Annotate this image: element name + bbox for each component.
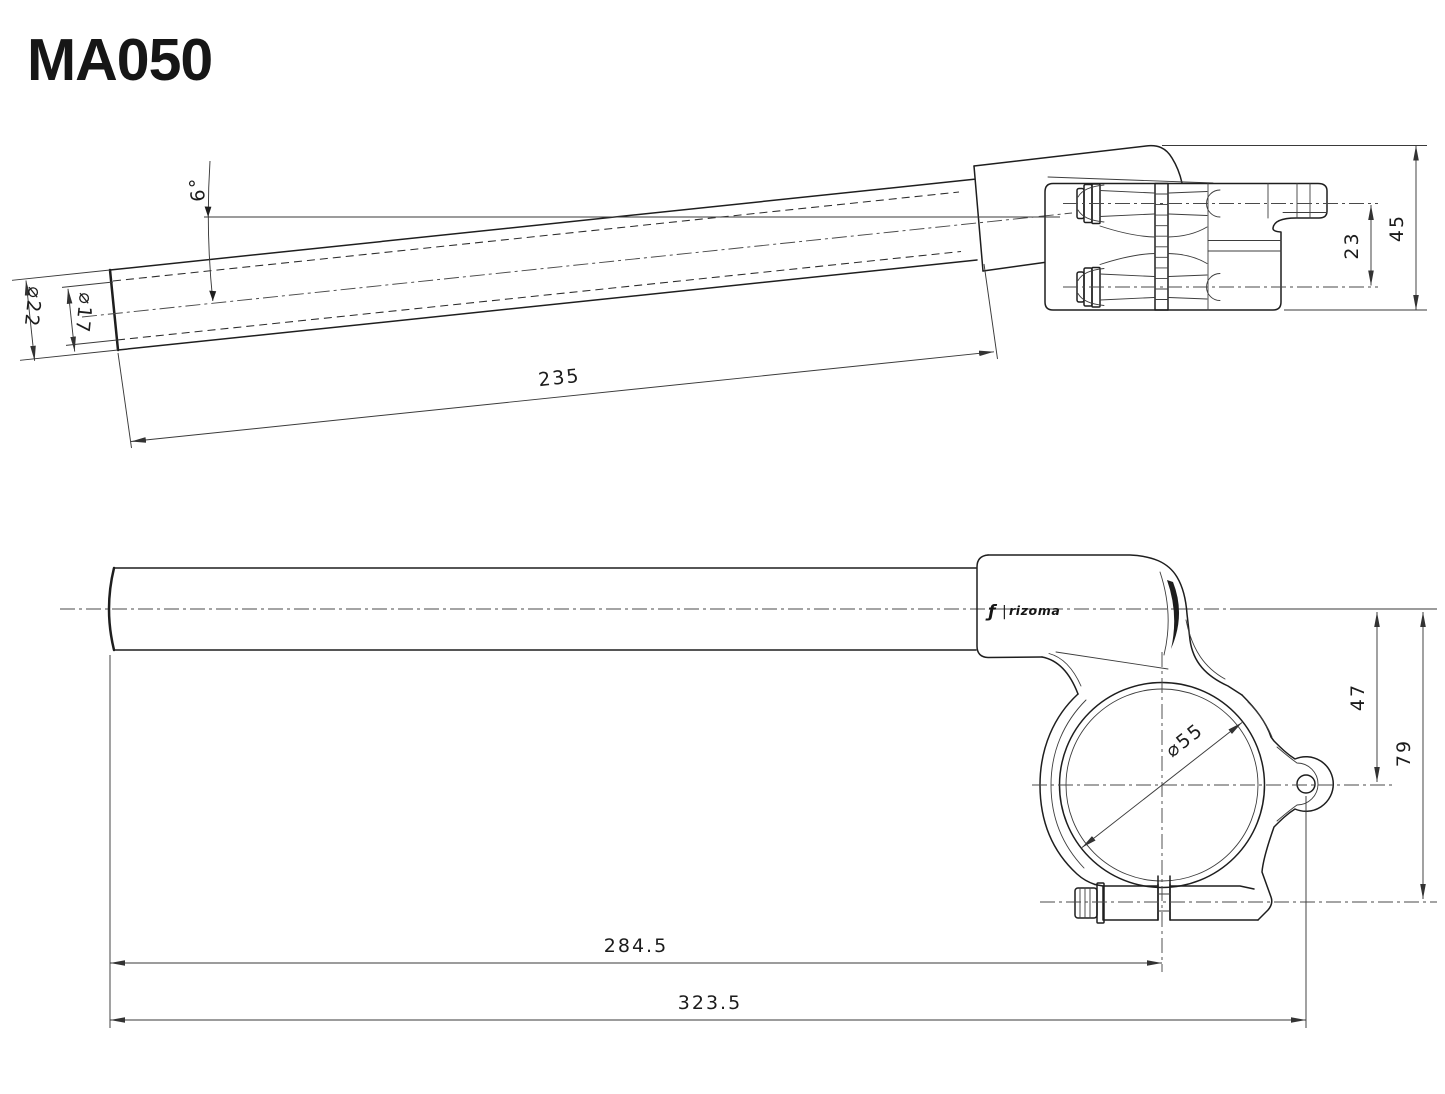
dim-length-to-axis: 284.5 xyxy=(109,655,1162,1028)
pin-hole xyxy=(1296,774,1316,794)
fork-clamp-ring xyxy=(1032,652,1437,972)
clamp-lug-and-bolt xyxy=(1074,875,1259,924)
axis-offset-label: 47 xyxy=(1347,683,1369,711)
overall-length-label: 323.5 xyxy=(678,992,742,1014)
dim-tube-length: 235 xyxy=(117,263,998,449)
knurl-band xyxy=(1154,182,1169,311)
dim-outer-diameter: ⌀22 xyxy=(11,269,119,361)
page-title: MA050 xyxy=(27,27,212,93)
clamp-housing-top-view xyxy=(973,144,1214,272)
dim-angle: 6° xyxy=(185,160,1060,302)
dim-overall-drop: 79 xyxy=(1393,612,1426,899)
bolt-spacing-label: 23 xyxy=(1341,231,1363,259)
side-view: ƒ | rizoma xyxy=(60,554,1437,972)
dim-axis-offset: 47 xyxy=(1347,612,1380,782)
dim-clamp-height: 45 xyxy=(1162,145,1427,311)
clamp-block-top-view xyxy=(1044,182,1328,311)
inner-diameter-label: ⌀17 xyxy=(71,291,97,335)
top-view-dimensions: 6° ⌀22 ⌀17 235 23 xyxy=(11,145,1427,449)
clamp-housing-side-view xyxy=(976,554,1243,696)
outer-diameter-label: ⌀22 xyxy=(20,285,46,329)
tube-length-label: 235 xyxy=(537,365,581,391)
rizoma-logo-separator: | xyxy=(1002,604,1007,620)
overall-drop-label: 79 xyxy=(1393,739,1415,767)
side-view-dimensions: ⌀55 47 79 284.5 323.5 xyxy=(109,612,1426,1028)
angle-label: 6° xyxy=(185,175,210,203)
tube-outline-top-view xyxy=(81,178,1073,352)
rizoma-logo: ƒ | rizoma xyxy=(985,602,1060,622)
bore-diameter-label: ⌀55 xyxy=(1162,719,1208,762)
tube-outline-side-view xyxy=(60,566,1437,652)
dim-bolt-spacing: 23 xyxy=(1341,205,1374,286)
rizoma-logo-text: rizoma xyxy=(1009,603,1060,618)
rizoma-logo-mark-icon: ƒ xyxy=(985,602,998,622)
top-view xyxy=(81,144,1378,352)
length-to-axis-label: 284.5 xyxy=(604,935,668,957)
clamp-height-label: 45 xyxy=(1386,214,1408,242)
dim-overall-length: 323.5 xyxy=(110,796,1307,1028)
dim-inner-diameter: ⌀17 xyxy=(61,281,118,352)
